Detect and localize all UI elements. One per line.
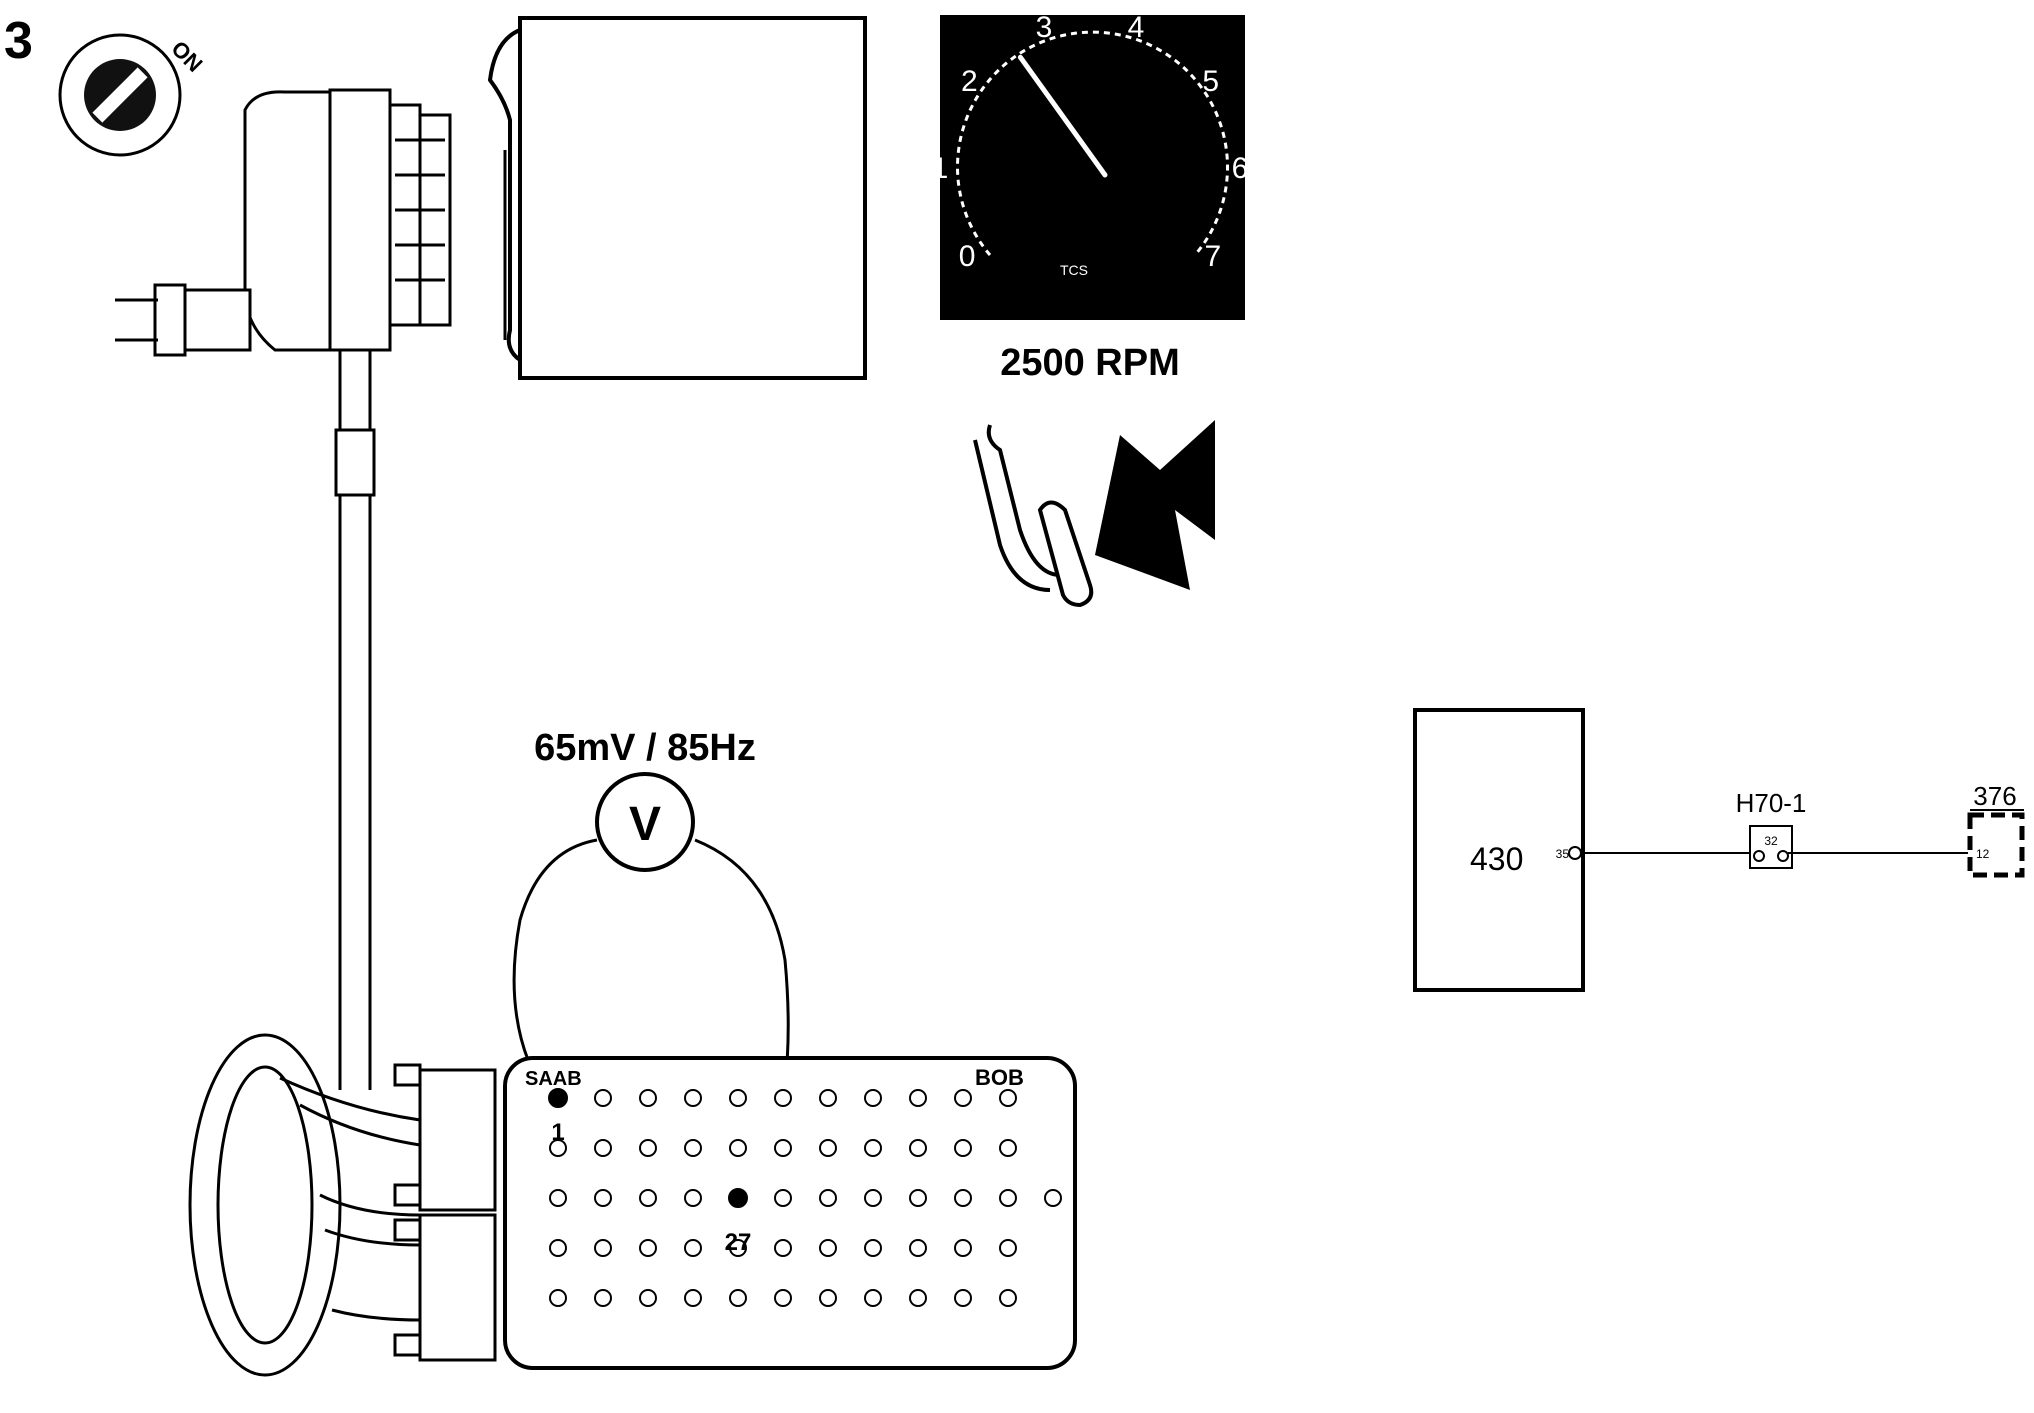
breakout-pin-hole xyxy=(909,1239,927,1257)
breakout-pin-hole xyxy=(549,1139,567,1157)
breakout-pin-hole xyxy=(819,1089,837,1107)
breakout-pin-hole xyxy=(594,1089,612,1107)
breakout-pin-hole xyxy=(954,1139,972,1157)
tachometer-dial-number: 7 xyxy=(1205,240,1222,273)
breakout-pin-hole xyxy=(639,1289,657,1307)
component-label: 376 xyxy=(1973,781,2016,811)
breakout-pin-hole xyxy=(999,1289,1017,1307)
breakout-pin-hole xyxy=(549,1189,567,1207)
breakout-pin-hole xyxy=(864,1089,882,1107)
breakout-pin-hole xyxy=(684,1139,702,1157)
breakout-pin-hole xyxy=(819,1289,837,1307)
breakout-pin-hole xyxy=(819,1139,837,1157)
breakout-pin-hole xyxy=(774,1139,792,1157)
breakout-pin-hole xyxy=(954,1289,972,1307)
tachometer-needle xyxy=(1017,54,1108,178)
breakout-pin-hole xyxy=(1044,1189,1062,1207)
component-pin-label: 12 xyxy=(1976,847,1990,861)
breakout-pin-hole xyxy=(774,1089,792,1107)
breakout-pin-hole xyxy=(774,1289,792,1307)
breakout-pin-hole xyxy=(954,1089,972,1107)
breakout-pin-hole xyxy=(729,1289,747,1307)
test-lead-pin-1 xyxy=(512,838,598,1101)
tachometer-dial-number: 5 xyxy=(1202,65,1219,98)
breakout-pin-hole xyxy=(594,1139,612,1157)
breakout-pin-hole xyxy=(594,1239,612,1257)
breakout-pin-hole xyxy=(729,1139,747,1157)
tachometer-icon: 0 1 2 3 4 5 6 7 TCS xyxy=(932,11,1249,320)
tachometer-dial-number: 6 xyxy=(1232,152,1249,185)
breakout-pin-hole xyxy=(729,1089,747,1107)
breakout-box-brand: SAAB xyxy=(525,1068,582,1090)
control-unit-pin-label: 35 xyxy=(1556,847,1570,861)
breakout-pin-hole xyxy=(909,1139,927,1157)
control-module-housing xyxy=(487,16,867,380)
breakout-pin-hole xyxy=(819,1189,837,1207)
accelerator-pedal-icon xyxy=(973,424,1094,608)
breakout-pin-hole xyxy=(549,1239,567,1257)
breakout-pin-hole xyxy=(684,1189,702,1207)
breakout-pin-hole xyxy=(639,1189,657,1207)
tachometer-dial-number: 3 xyxy=(1036,11,1053,44)
breakout-pin-hole xyxy=(594,1289,612,1307)
breakout-pin-hole xyxy=(729,1239,747,1257)
tachometer-dial-number: 1 xyxy=(932,152,949,185)
breakout-pin-hole xyxy=(774,1239,792,1257)
voltmeter-reading: 65mV / 85Hz xyxy=(534,727,756,769)
breakout-box-name: BOB xyxy=(975,1065,1024,1090)
breakout-pin-hole xyxy=(819,1239,837,1257)
step-number: 3 xyxy=(4,12,33,70)
breakout-pin-hole xyxy=(684,1089,702,1107)
probe-pin-label-1: 1 xyxy=(551,1119,564,1146)
probe-pin-label-27: 27 xyxy=(725,1229,752,1256)
ignition-key-icon: ON xyxy=(58,33,207,157)
component-box xyxy=(1967,812,2025,878)
breakout-pin-hole xyxy=(594,1189,612,1207)
voltmeter-icon: V xyxy=(595,772,695,872)
tachometer-caption: 2500 RPM xyxy=(1000,342,1180,384)
probe-pin-hole xyxy=(728,1188,748,1208)
voltmeter-symbol: V xyxy=(629,798,661,851)
breakout-box-pin-grid xyxy=(548,1088,1062,1307)
probe-pin-hole xyxy=(548,1088,568,1108)
connector-label: H70-1 xyxy=(1736,788,1807,818)
breakout-pin-hole xyxy=(909,1289,927,1307)
breakout-pin-hole xyxy=(909,1189,927,1207)
breakout-pin-hole xyxy=(639,1139,657,1157)
tachometer-dial-number: 2 xyxy=(961,65,978,98)
breakout-pin-hole xyxy=(684,1289,702,1307)
breakout-pin-hole xyxy=(639,1239,657,1257)
breakout-pin-hole xyxy=(864,1189,882,1207)
breakout-box: SAAB BOB 1 27 xyxy=(503,1056,1077,1370)
connector-pin-label: 32 xyxy=(1764,834,1778,848)
tachometer-dial-numbers: 0 1 2 3 4 5 6 7 xyxy=(932,11,1249,273)
ignition-on-label: ON xyxy=(166,36,207,77)
breakout-pin-hole xyxy=(774,1189,792,1207)
breakout-pin-hole xyxy=(684,1239,702,1257)
tachometer-dial-number: 0 xyxy=(959,240,976,273)
diagnostic-connector xyxy=(115,88,497,1377)
breakout-pin-hole xyxy=(639,1089,657,1107)
tachometer-logo: TCS xyxy=(1060,262,1088,278)
breakout-pin-hole xyxy=(864,1239,882,1257)
tachometer-dial-number: 4 xyxy=(1128,11,1145,44)
breakout-pin-hole xyxy=(954,1189,972,1207)
press-arrow-icon xyxy=(1095,420,1215,590)
breakout-pin-hole xyxy=(864,1139,882,1157)
breakout-pin-hole xyxy=(999,1089,1017,1107)
breakout-pin-hole xyxy=(999,1189,1017,1207)
breakout-pin-hole xyxy=(954,1239,972,1257)
wiring-schematic: 430 35 H70-1 32 376 12 xyxy=(1413,708,2025,992)
control-unit-box xyxy=(1413,708,1585,992)
control-unit-label: 430 xyxy=(1470,841,1523,877)
breakout-pin-hole xyxy=(909,1089,927,1107)
breakout-pin-hole xyxy=(999,1239,1017,1257)
breakout-pin-hole xyxy=(549,1289,567,1307)
breakout-pin-hole xyxy=(999,1139,1017,1157)
breakout-pin-hole xyxy=(864,1289,882,1307)
